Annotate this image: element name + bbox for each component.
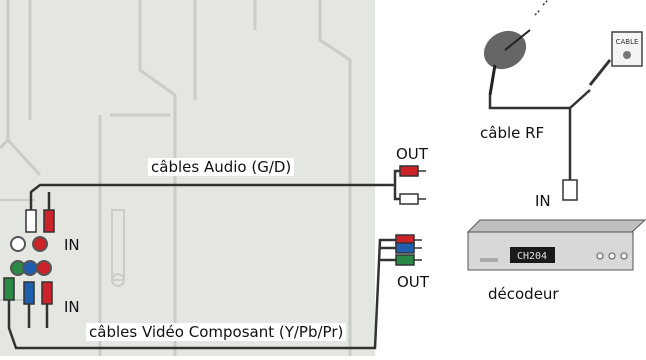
decoder-box: CH204: [466, 219, 646, 271]
audio-cables-label: câbles Audio (G/D): [148, 158, 295, 176]
rf-plug: [562, 179, 578, 201]
decoder-rf-in-label: IN: [535, 192, 551, 210]
tv-input-jacks: [10, 236, 52, 276]
component-cables-label: câbles Vidéo Composant (Y/Pb/Pr): [86, 323, 347, 341]
decoder-display-text: CH204: [517, 251, 547, 262]
tv-video-in-label: IN: [64, 298, 80, 316]
rf-cable: [488, 89, 591, 180]
decoder-side-plugs: [395, 165, 426, 266]
rf-cable-label: câble RF: [480, 124, 545, 142]
component-cable: [7, 238, 396, 350]
tv-audio-in-label: IN: [64, 236, 80, 254]
tv-back-panel: [0, 0, 375, 356]
decoder-label: décodeur: [488, 285, 559, 303]
decoder-audio-out-label: OUT: [396, 145, 428, 163]
audio-cable: [29, 169, 400, 210]
wall-cable-plate: CABLE: [588, 31, 643, 86]
wall-plate-label: CABLE: [616, 38, 639, 46]
satellite-dish-icon: [483, 0, 549, 96]
decoder-video-out-label: OUT: [397, 273, 429, 291]
